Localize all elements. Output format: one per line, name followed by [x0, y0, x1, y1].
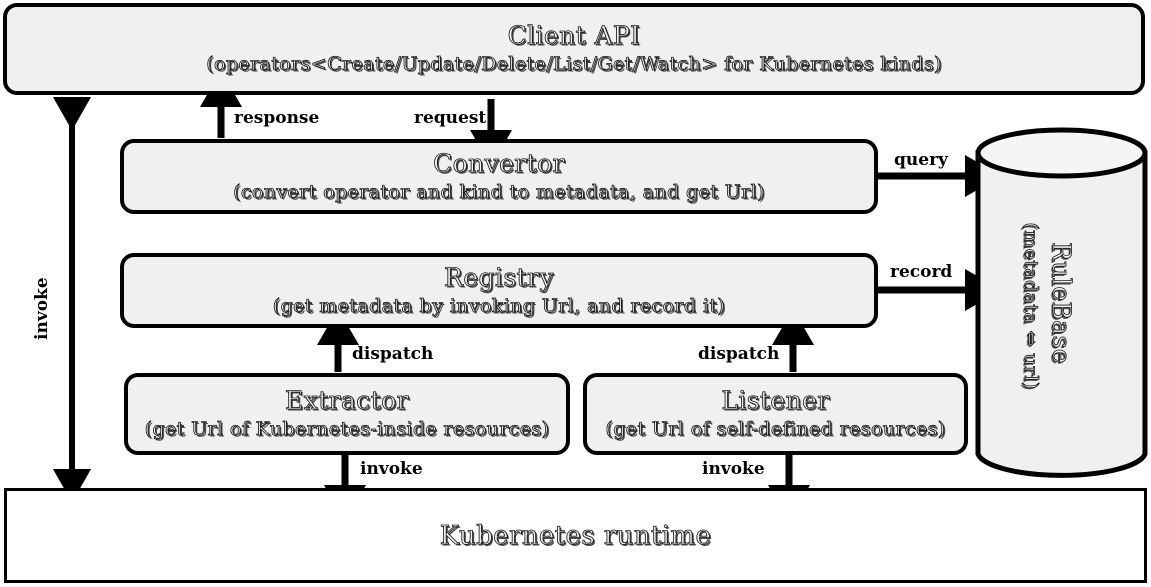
box-extractor[interactable]: Extractor (get Url of Kubernetes-inside … — [124, 373, 570, 455]
label-invoke-extractor: invoke — [360, 459, 423, 479]
label-dispatch-left: dispatch — [352, 344, 434, 364]
extractor-title: Extractor — [285, 386, 409, 416]
rulebase-detail: (metadata ⇔ url) — [1020, 222, 1043, 390]
label-dispatch-right: dispatch — [698, 344, 780, 364]
box-registry[interactable]: Registry (get metadata by invoking Url, … — [120, 253, 878, 328]
cylinder-shape — [975, 127, 1148, 478]
listener-subtitle: (get Url of self-defined resources) — [605, 418, 946, 441]
convertor-subtitle: (convert operator and kind to metadata, … — [233, 180, 765, 203]
listener-title: Listener — [721, 386, 830, 416]
label-invoke-left: invoke — [32, 277, 52, 340]
box-listener[interactable]: Listener (get Url of self-defined resour… — [583, 373, 968, 455]
registry-title: Registry — [444, 262, 554, 292]
label-response: response — [234, 108, 320, 128]
label-invoke-listener: invoke — [702, 459, 765, 479]
convertor-title: Convertor — [433, 148, 565, 178]
box-client-api[interactable]: Client API (operators<Create/Update/Dele… — [3, 3, 1145, 95]
label-request: request — [414, 108, 487, 128]
rulebase-name: RuleBase — [1047, 242, 1077, 365]
box-kubernetes-runtime[interactable]: Kubernetes runtime — [4, 488, 1147, 583]
client-api-subtitle: (operators<Create/Update/Delete/List/Get… — [206, 53, 942, 76]
kubernetes-runtime-title: Kubernetes runtime — [439, 520, 712, 551]
label-query: query — [894, 150, 948, 170]
extractor-subtitle: (get Url of Kubernetes-inside resources) — [144, 418, 550, 441]
cylinder-rulebase[interactable]: RuleBase (metadata ⇔ url) — [975, 127, 1148, 480]
box-convertor[interactable]: Convertor (convert operator and kind to … — [120, 139, 878, 214]
label-record: record — [890, 262, 953, 282]
registry-subtitle: (get metadata by invoking Url, and recor… — [272, 294, 726, 317]
client-api-title: Client API — [507, 21, 641, 51]
